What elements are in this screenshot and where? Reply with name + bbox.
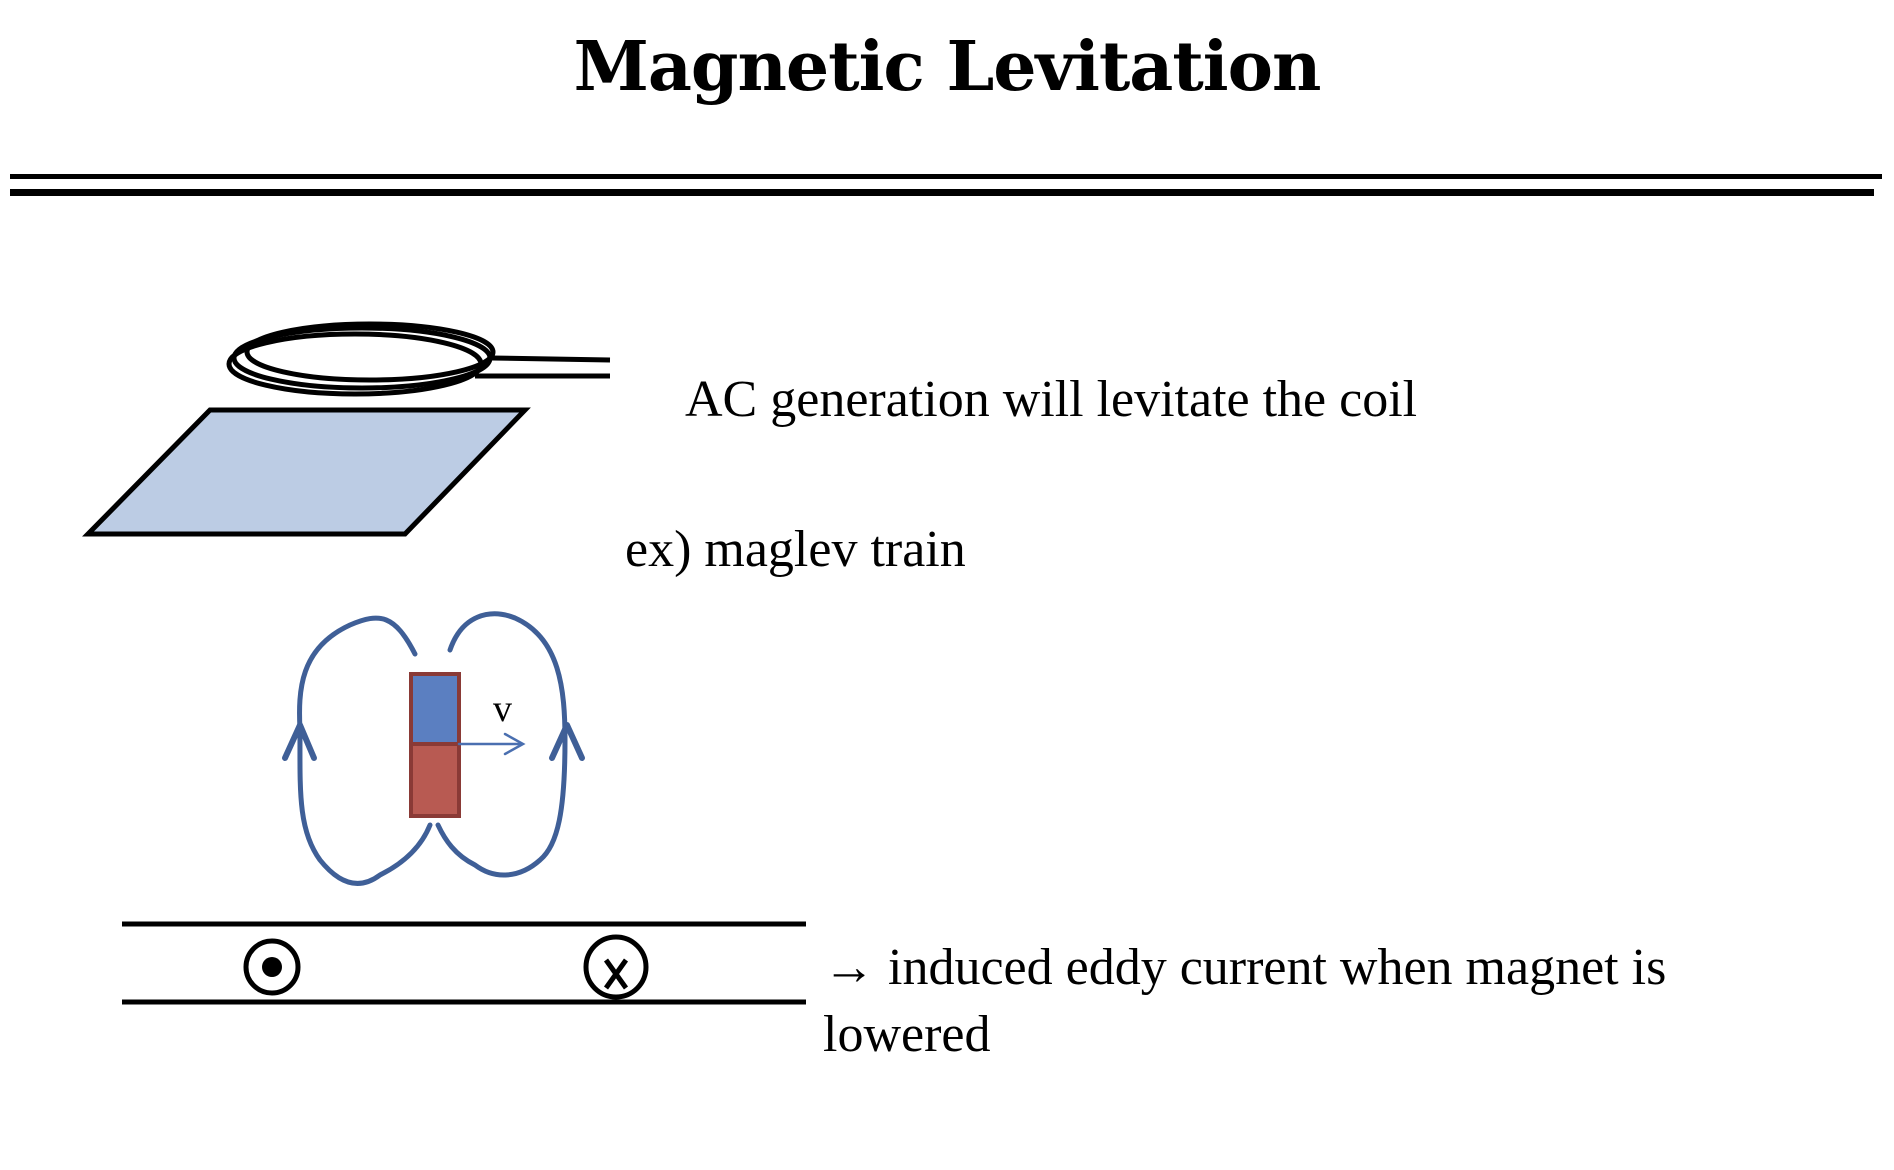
title-divider-thin [10, 174, 1882, 179]
field-line-left [297, 615, 433, 886]
field-arrowheads [282, 722, 585, 761]
magnetic-field-lines [297, 611, 568, 886]
eddy-current-caption: → induced eddy current when magnet is [823, 939, 1667, 996]
velocity-arrow [457, 732, 526, 756]
arrow-up-icon [549, 722, 585, 761]
arrow-up-icon [282, 722, 317, 761]
magnet-south-pole [409, 742, 461, 818]
conducting-plate [82, 407, 531, 537]
coil-lead-wire [491, 355, 611, 363]
cross-in-circle-icon [583, 934, 649, 1000]
coil-loop [226, 331, 484, 397]
ac-generation-caption: AC generation will levitate the coil [685, 371, 1418, 428]
arrow-right-icon [503, 732, 526, 756]
coil-leads [475, 355, 611, 379]
eddy-current-caption-continued: lowered [823, 1006, 991, 1063]
conducting-track [122, 921, 806, 1005]
bar-magnet [409, 672, 461, 818]
coil-loop [244, 321, 496, 383]
velocity-label: v [493, 688, 512, 730]
title-divider-thick [10, 189, 1874, 196]
magnet-north-pole [409, 672, 461, 746]
dot-in-circle-icon [243, 938, 301, 996]
field-line-right [435, 611, 568, 878]
page-title: Magnetic Levitation [573, 27, 1322, 107]
coil [226, 321, 496, 397]
example-caption: ex) maglev train [625, 521, 966, 578]
